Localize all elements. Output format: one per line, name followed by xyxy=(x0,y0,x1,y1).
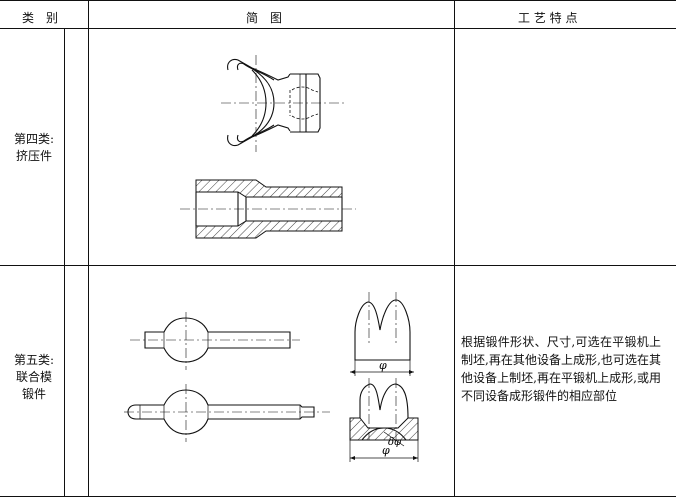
header-sketch: 简 图 xyxy=(246,11,283,25)
phi-upper-label: φ xyxy=(379,359,387,372)
header-features: 工 艺 特 点 xyxy=(518,11,578,25)
preform-sketch-lower xyxy=(349,378,419,462)
row5-category-line3: 锻件 xyxy=(21,387,46,401)
table-bottom-border xyxy=(0,496,676,497)
category-column-divider xyxy=(88,0,89,497)
yoke-extrusion-sketch xyxy=(221,55,344,152)
row4-category: 第四类: 挤压件 xyxy=(10,131,58,165)
row5-category-line1: 第五类: xyxy=(13,353,55,367)
row5-category: 第五类: 联合模 锻件 xyxy=(10,352,58,403)
header-bottom-border xyxy=(0,28,676,29)
category-subcolumn-divider xyxy=(64,28,65,497)
delta-phi-label: δφ xyxy=(388,437,401,448)
row-divider xyxy=(0,265,676,266)
sketch-column-divider xyxy=(454,0,455,497)
ball-shaft-sketch-1 xyxy=(130,312,300,370)
row5-features: 根据锻件形状、尺寸,可选在平锻机上制坯,再在其他设备上成形,也可选在其他设备上制… xyxy=(461,335,661,403)
stepped-tube-sketch xyxy=(180,179,356,239)
phi-lower-label: φ xyxy=(382,444,390,457)
row4-category-line1: 第四类: xyxy=(13,132,55,146)
header-category: 类 别 xyxy=(22,11,59,25)
row4-category-line2: 挤压件 xyxy=(15,149,52,163)
ball-shaft-sketch-2 xyxy=(124,384,330,442)
preform-sketch-upper xyxy=(350,292,414,376)
row5-category-line2: 联合模 xyxy=(15,370,52,384)
table-top-border xyxy=(0,0,676,1)
